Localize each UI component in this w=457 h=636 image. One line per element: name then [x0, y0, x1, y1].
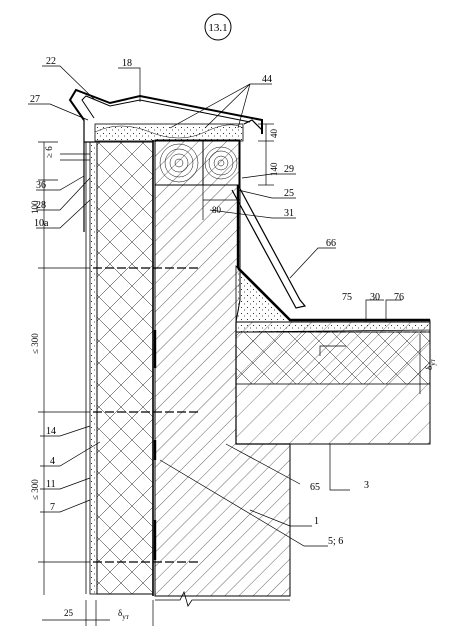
callout-44: 44 [262, 74, 272, 85]
dim-300-upper: ≤ 300 [30, 333, 40, 354]
callout-31: 31 [284, 208, 294, 219]
callout-27: 27 [30, 94, 40, 105]
callout-22: 22 [46, 56, 56, 67]
callout-65: 65 [310, 482, 320, 493]
callout-25: 25 [284, 188, 294, 199]
roof-layers [235, 265, 431, 385]
callout-75: 75 [342, 292, 352, 303]
callout-7: 7 [50, 502, 55, 513]
callout-18: 18 [122, 58, 132, 69]
callout-66: 66 [326, 238, 336, 249]
dim-140: 140 [269, 162, 279, 176]
callout-14: 14 [46, 426, 56, 437]
callout-29: 29 [284, 164, 294, 175]
dim-40: 40 [269, 129, 279, 139]
parapet-top [94, 123, 244, 186]
callout-3: 3 [364, 480, 369, 491]
roof-drip-flashing [231, 184, 307, 309]
callout-10a: 10a [34, 218, 49, 229]
dim-25: 25 [64, 608, 74, 618]
dim-6: ≥ 6 [44, 146, 54, 158]
callout-labels: 22 18 27 44 36 28 10a 29 25 31 66 75 30 … [30, 56, 404, 547]
dim-300-lower: ≤ 300 [30, 479, 40, 500]
callout-5-6: 5; 6 [328, 536, 343, 547]
insulation-dowels [93, 267, 200, 563]
callout-1: 1 [314, 516, 319, 527]
break-line [155, 590, 290, 607]
dim-100: 100 [30, 200, 40, 214]
cap-flashing [68, 88, 263, 232]
callout-36: 36 [36, 180, 46, 191]
callout-28: 28 [36, 200, 46, 211]
dim-delta-bottom: δут [118, 608, 129, 621]
roof-membrane [237, 267, 430, 322]
dim-80: 80 [212, 205, 222, 215]
callout-30: 30 [370, 292, 380, 303]
callout-76: 76 [394, 292, 404, 303]
dimension-texts: ≥ 6 100 ≤ 300 ≤ 300 25 40 140 80 δут δут [30, 129, 437, 622]
dimension-lines [38, 123, 421, 626]
dim-delta-roof: δут [424, 359, 437, 370]
figure-number: 13.1 [204, 13, 232, 41]
callout-4: 4 [50, 456, 55, 467]
facade-insulation [85, 140, 154, 596]
leader-lines [28, 65, 402, 547]
roof-insulation [235, 331, 431, 385]
callout-11: 11 [46, 479, 56, 490]
figure-number-text: 13.1 [208, 22, 227, 34]
